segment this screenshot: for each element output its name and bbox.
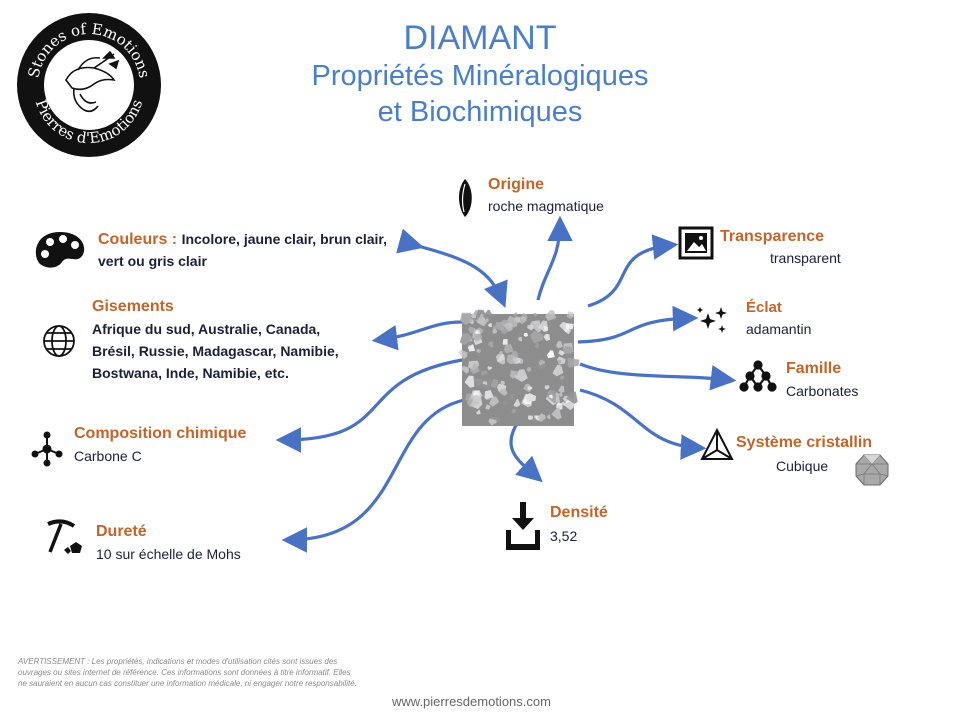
image-icon: [678, 226, 714, 260]
densite-label: Densité: [550, 504, 608, 521]
arrow-densite: [509, 421, 543, 483]
transparence-label: Transparence: [720, 228, 825, 245]
arrow-systeme: [579, 388, 707, 460]
arrow-composition: [275, 358, 463, 453]
page-subtitle-line1: Propriétés Minéralogiques: [311, 60, 649, 92]
eclat-value: adamantin: [746, 321, 812, 337]
origine-label: Origine: [488, 176, 545, 193]
composition-value: Carbone C: [74, 448, 142, 464]
hierarchy-icon: [739, 360, 777, 392]
brand-logo: Stones of Emotions Pierres d'Emotions: [17, 13, 161, 157]
globe-icon: [43, 325, 75, 357]
famille-label: Famille: [786, 360, 842, 377]
palette-icon: [35, 232, 85, 268]
systeme-label: Système cristallin: [736, 434, 873, 451]
sparkle-icon: [697, 307, 727, 333]
gisements-value-line1: Afrique du sud, Australie, Canada,: [92, 321, 321, 337]
systeme-value: Cubique: [776, 458, 829, 474]
gisements-value-line2: Brésil, Russie, Madagascar, Namibie,: [92, 343, 339, 359]
arrow-origine: [536, 215, 573, 301]
durete-value: 10 sur échelle de Mohs: [96, 546, 241, 562]
gisements-label: Gisements: [92, 298, 174, 315]
arrow-durete: [281, 398, 465, 553]
molecule-icon: [31, 431, 63, 467]
composition-label: Composition chimique: [74, 425, 247, 442]
download-tray-icon: [506, 502, 540, 550]
arrow-transparence: [587, 234, 679, 308]
gisements-value-line3: Bostwana, Inde, Namibie, etc.: [92, 365, 289, 381]
densite-value: 3,52: [550, 528, 578, 544]
page-subtitle-line2: et Biochimiques: [377, 96, 583, 128]
couleurs-row: Couleurs : Incolore, jaune clair, brun c…: [98, 231, 387, 249]
origine-value: roche magmatique: [488, 198, 604, 214]
diamond-stone-image: [458, 309, 580, 426]
couleurs-value-line2: vert ou gris clair: [98, 253, 207, 269]
website-link[interactable]: www.pierresdemotions.com: [392, 694, 551, 709]
title-block: DIAMANT Propriétés Minéralogiques et Bio…: [240, 18, 720, 130]
arrow-eclat: [577, 305, 699, 344]
obsidian-blade-icon: [458, 179, 472, 217]
durete-label: Dureté: [96, 523, 147, 540]
couleurs-value-line1: Incolore, jaune clair, brun clair,: [181, 231, 387, 247]
eclat-label: Éclat: [746, 299, 782, 316]
arrow-gisements: [371, 320, 463, 351]
arrow-famille: [579, 362, 737, 391]
crystal-model-icon: [855, 454, 889, 486]
disclaimer-text: AVERTISSEMENT : Les propriétés, indicati…: [18, 657, 357, 688]
transparence-value: transparent: [770, 250, 841, 266]
triangle-icon: [700, 427, 734, 460]
couleurs-label: Couleurs :: [98, 231, 178, 248]
famille-value: Carbonates: [786, 383, 859, 399]
bird-icon: [65, 50, 120, 113]
arrow-couleurs: [396, 228, 508, 308]
pickaxe-icon: [47, 519, 82, 554]
page-title: DIAMANT: [403, 19, 557, 57]
